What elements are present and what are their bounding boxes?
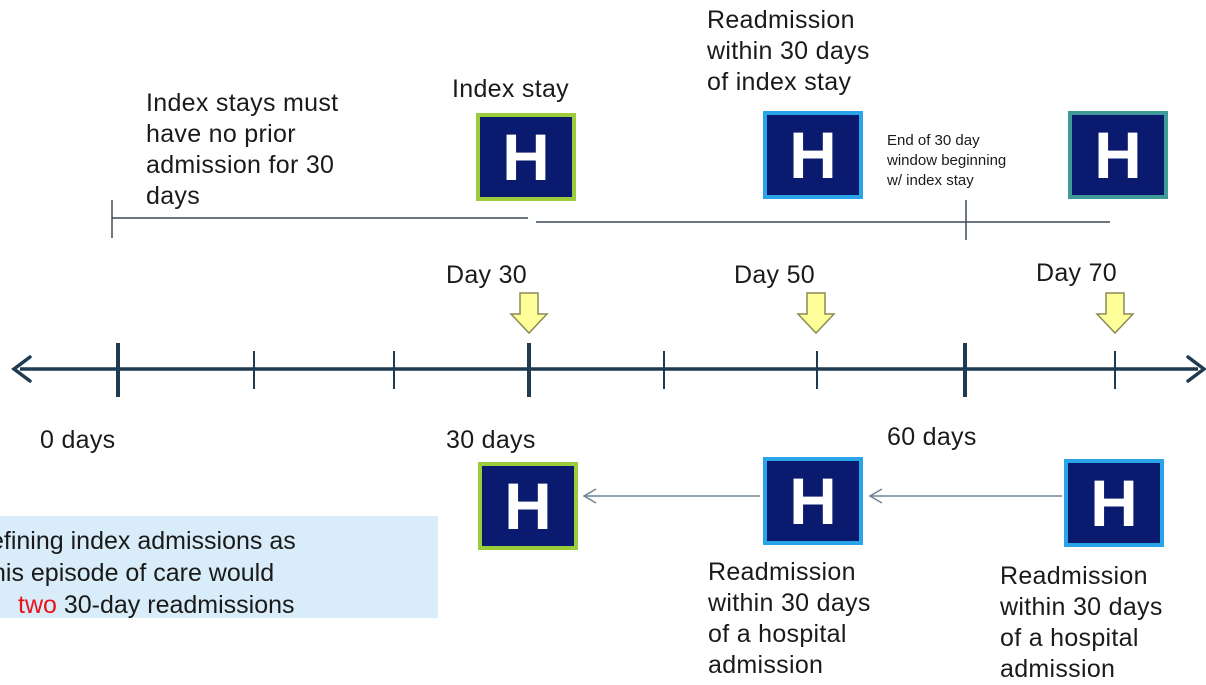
callout-highlight: two: [18, 591, 57, 618]
timeline-left-arrowhead: [11, 355, 32, 383]
day-30-marker: Day 30: [446, 261, 528, 289]
window-end-note: End of 30 day window beginning w/ index …: [887, 132, 1007, 189]
axis-label-0-days: 0 days: [40, 426, 116, 454]
day-50-marker: Day 50: [734, 261, 816, 289]
callout-line-1: efining index admissions as: [0, 527, 296, 555]
prior-admission-note: Index stays must have no prior admission…: [146, 89, 339, 210]
index-stay-label: Index stay: [452, 75, 569, 103]
connector-arrowhead-right: [868, 488, 883, 504]
hospital-icon: H: [763, 457, 863, 545]
timeline-right-arrowhead: [1186, 355, 1206, 383]
readmission-label-b: Readmission within 30 days of a hospital…: [1000, 562, 1163, 683]
callout-line-3-rest: 30-day readmissions: [56, 591, 295, 618]
hospital-icon: H: [1068, 111, 1168, 199]
axis-label-30-days: 30 days: [446, 426, 536, 454]
callout-line-2: his episode of care would: [0, 559, 275, 587]
day-30-arrow-icon: [509, 292, 549, 335]
axis-label-60-days: 60 days: [887, 423, 977, 451]
connector-arrowhead-left: [582, 488, 597, 504]
readmission-label-a: Readmission within 30 days of a hospital…: [708, 558, 871, 679]
day-70-arrow-icon: [1095, 292, 1135, 335]
hospital-icon: H: [1064, 459, 1164, 547]
day-50-arrow-icon: [796, 292, 836, 335]
hospital-icon: H: [763, 111, 863, 199]
day-70-marker: Day 70: [1036, 259, 1118, 287]
callout-box: efining index admissions as his episode …: [0, 516, 438, 618]
hospital-icon: H: [478, 462, 578, 550]
hospital-icon: H: [476, 113, 576, 201]
readmission-index-label: Readmission within 30 days of index stay: [707, 6, 870, 96]
callout-line-3: two 30-day readmissions: [18, 590, 295, 618]
